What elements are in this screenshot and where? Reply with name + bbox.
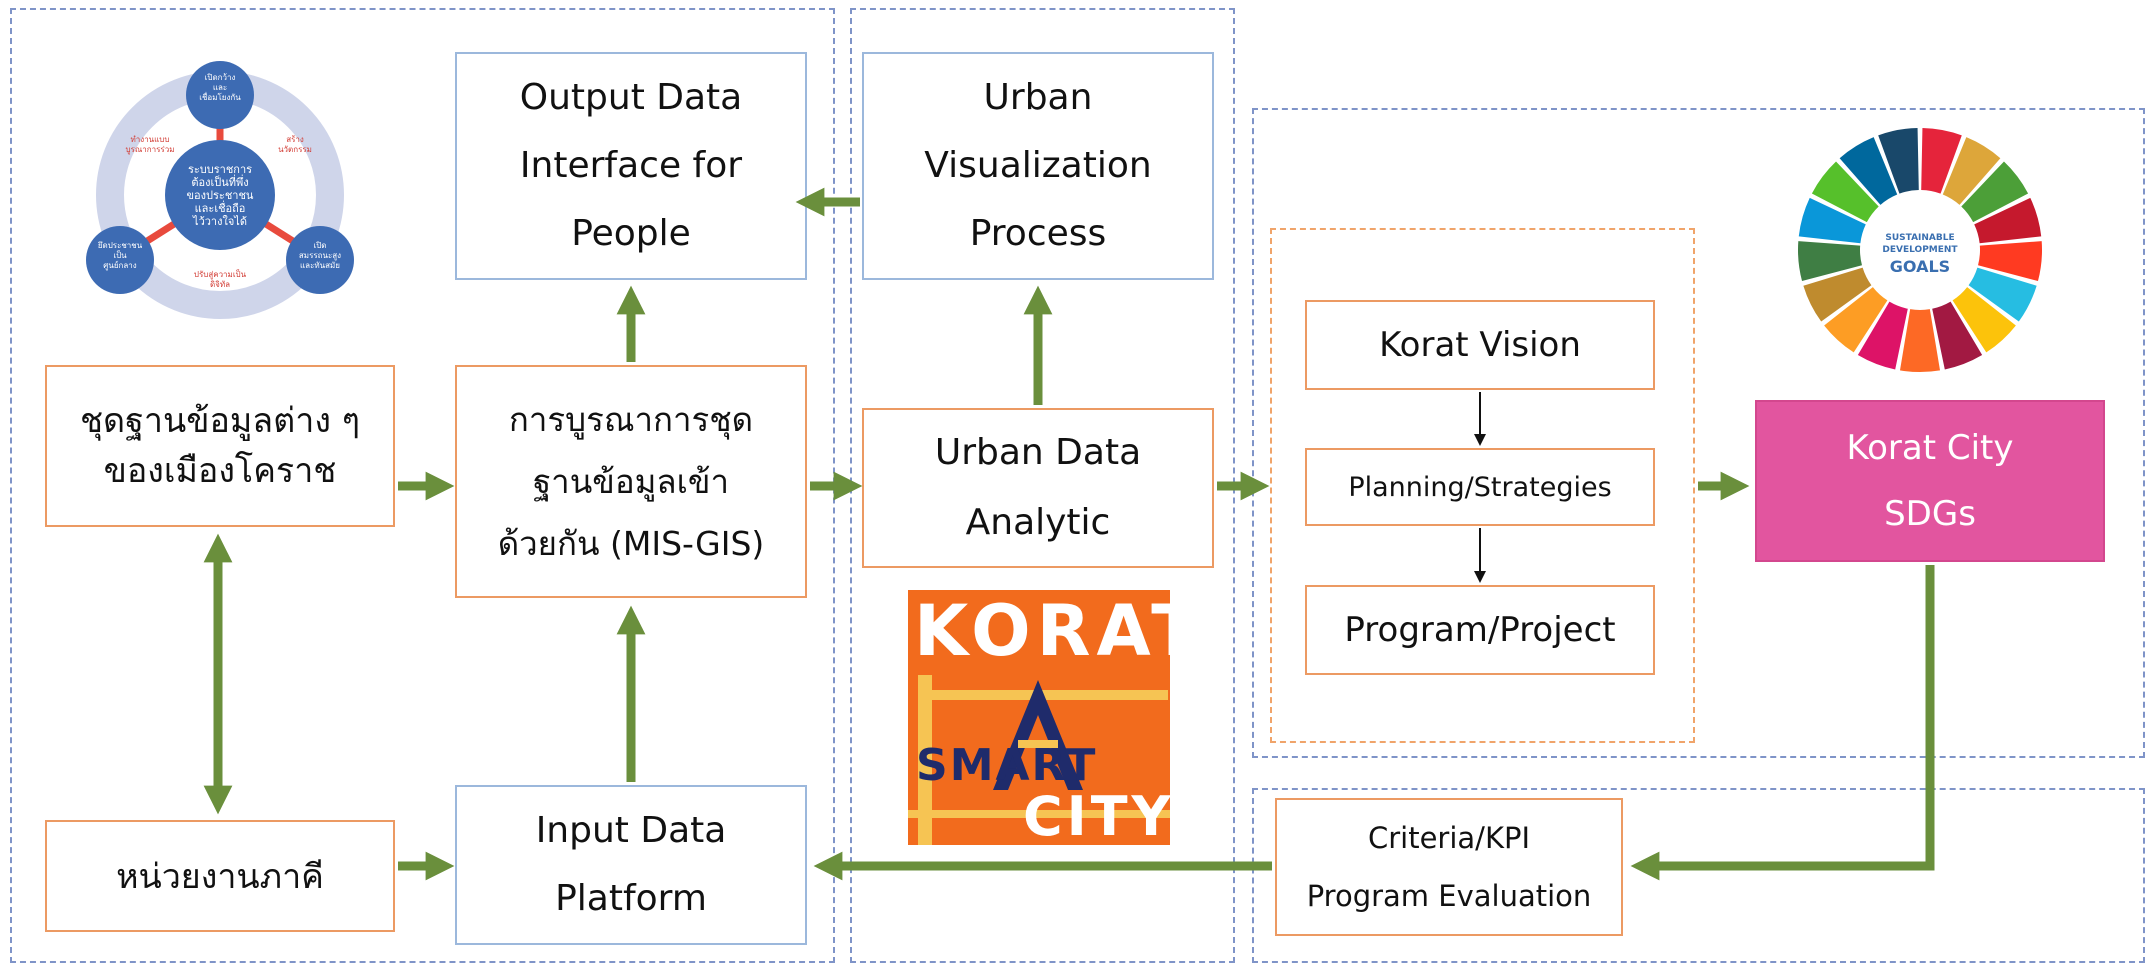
sdg-segment [1952,287,2016,353]
sdg-segment [1811,161,1879,223]
region-planning-inner [1270,228,1695,743]
box-data-integration: การบูรณาการชุด ฐานข้อมูลเข้า ด้วยกัน (MI… [455,365,807,598]
box-urban-visualization: Urban Visualization Process [862,52,1214,280]
box-input-platform-label: Input Data Platform [535,810,727,919]
sdg-segment [1798,241,1862,282]
box-urban-analytic: Urban Data Analytic [862,408,1214,568]
diagram-label-bottom: ปรับสู่ความเป็น ดิจิทัล [193,270,247,289]
region-planning-layer [1252,108,2145,758]
box-output-interface-label: Output Data Interface for People [519,77,743,254]
diagram-top-node-text: เปิดกว้าง และ เชื่อมโยงกัน [199,73,241,102]
box-planning-strategies: Planning/Strategies [1305,448,1655,526]
korat-logo-top-text: KORAT [914,590,1170,672]
box-partner-agencies: หน่วยงานภาคี [45,820,395,932]
sdg-wheel-logo: SUSTAINABLE DEVELOPMENT GOALS [1795,125,2045,375]
sdg-segment [1899,309,1941,372]
sdg-segment [1921,128,1962,194]
region-evaluation-layer [1252,788,2145,963]
sdg-segment [1974,197,2042,244]
diagram-right-node-text: เปิด สมรรถนะสูง และทันสมัย [298,241,342,270]
box-partner-agencies-label: หน่วยงานภาคี [116,857,324,897]
diagram-label-top-left: ทำงานแบบ บูรณาการร่วม [125,135,175,154]
box-planning-strategies-label: Planning/Strategies [1348,471,1612,503]
sdg-segment [1878,128,1919,194]
korat-logo-bottom-text: CITY [1023,785,1170,845]
box-program-project: Program/Project [1305,585,1655,675]
korat-smart-city-logo: KORAT SMART CITY [908,590,1170,845]
box-criteria-kpi: Criteria/KPI Program Evaluation [1275,798,1623,936]
arrow-sdgs-to-criteria [1630,565,1935,881]
sdg-segment [1978,241,2042,282]
sdg-segment [1968,267,2037,322]
korat-logo-mid-text: SMART [916,740,1098,791]
box-urban-visualization-label: Urban Visualization Process [924,77,1152,254]
diagram-center-text: ระบบราชการ ต้องเป็นที่พึ่ง ของประชาชน แล… [186,163,254,228]
diagram-left-node-text: ยึดประชาชน เป็น ศูนย์กลาง [97,241,143,270]
sdg-segment [1824,287,1888,353]
sdg-segment [1839,137,1898,205]
sdg-segment [1942,137,2001,205]
box-output-interface: Output Data Interface for People [455,52,807,280]
box-criteria-kpi-label: Criteria/KPI Program Evaluation [1306,821,1592,913]
box-urban-analytic-label: Urban Data Analytic [934,432,1142,543]
box-input-platform: Input Data Platform [455,785,807,945]
box-city-datasets: ชุดฐานข้อมูลต่าง ๆ ของเมืองโคราช [45,365,395,527]
sdg-segment [1961,161,2029,223]
box-city-datasets-label: ชุดฐานข้อมูลต่าง ๆ ของเมืองโคราช [79,401,360,491]
sdg-segment [1803,267,1872,322]
government-values-diagram: ระบบราชการ ต้องเป็นที่พึ่ง ของประชาชน แล… [70,55,370,320]
sdg-segment [1857,301,1908,370]
box-korat-vision-label: Korat Vision [1379,325,1581,365]
box-korat-city-sdgs: Korat City SDGs [1755,400,2105,562]
diagram-label-top-right: สร้าง นวัตกรรม [278,135,312,154]
sdg-segment [1932,301,1983,370]
box-korat-vision: Korat Vision [1305,300,1655,390]
sdg-line2: DEVELOPMENT [1882,245,1958,255]
box-korat-city-sdgs-label: Korat City SDGs [1846,428,2014,534]
sdg-segment [1798,197,1866,244]
sdg-line1: SUSTAINABLE [1885,233,1955,243]
box-data-integration-label: การบูรณาการชุด ฐานข้อมูลเข้า ด้วยกัน (MI… [497,399,765,563]
box-program-project-label: Program/Project [1344,610,1616,650]
sdg-line3: GOALS [1889,257,1951,276]
